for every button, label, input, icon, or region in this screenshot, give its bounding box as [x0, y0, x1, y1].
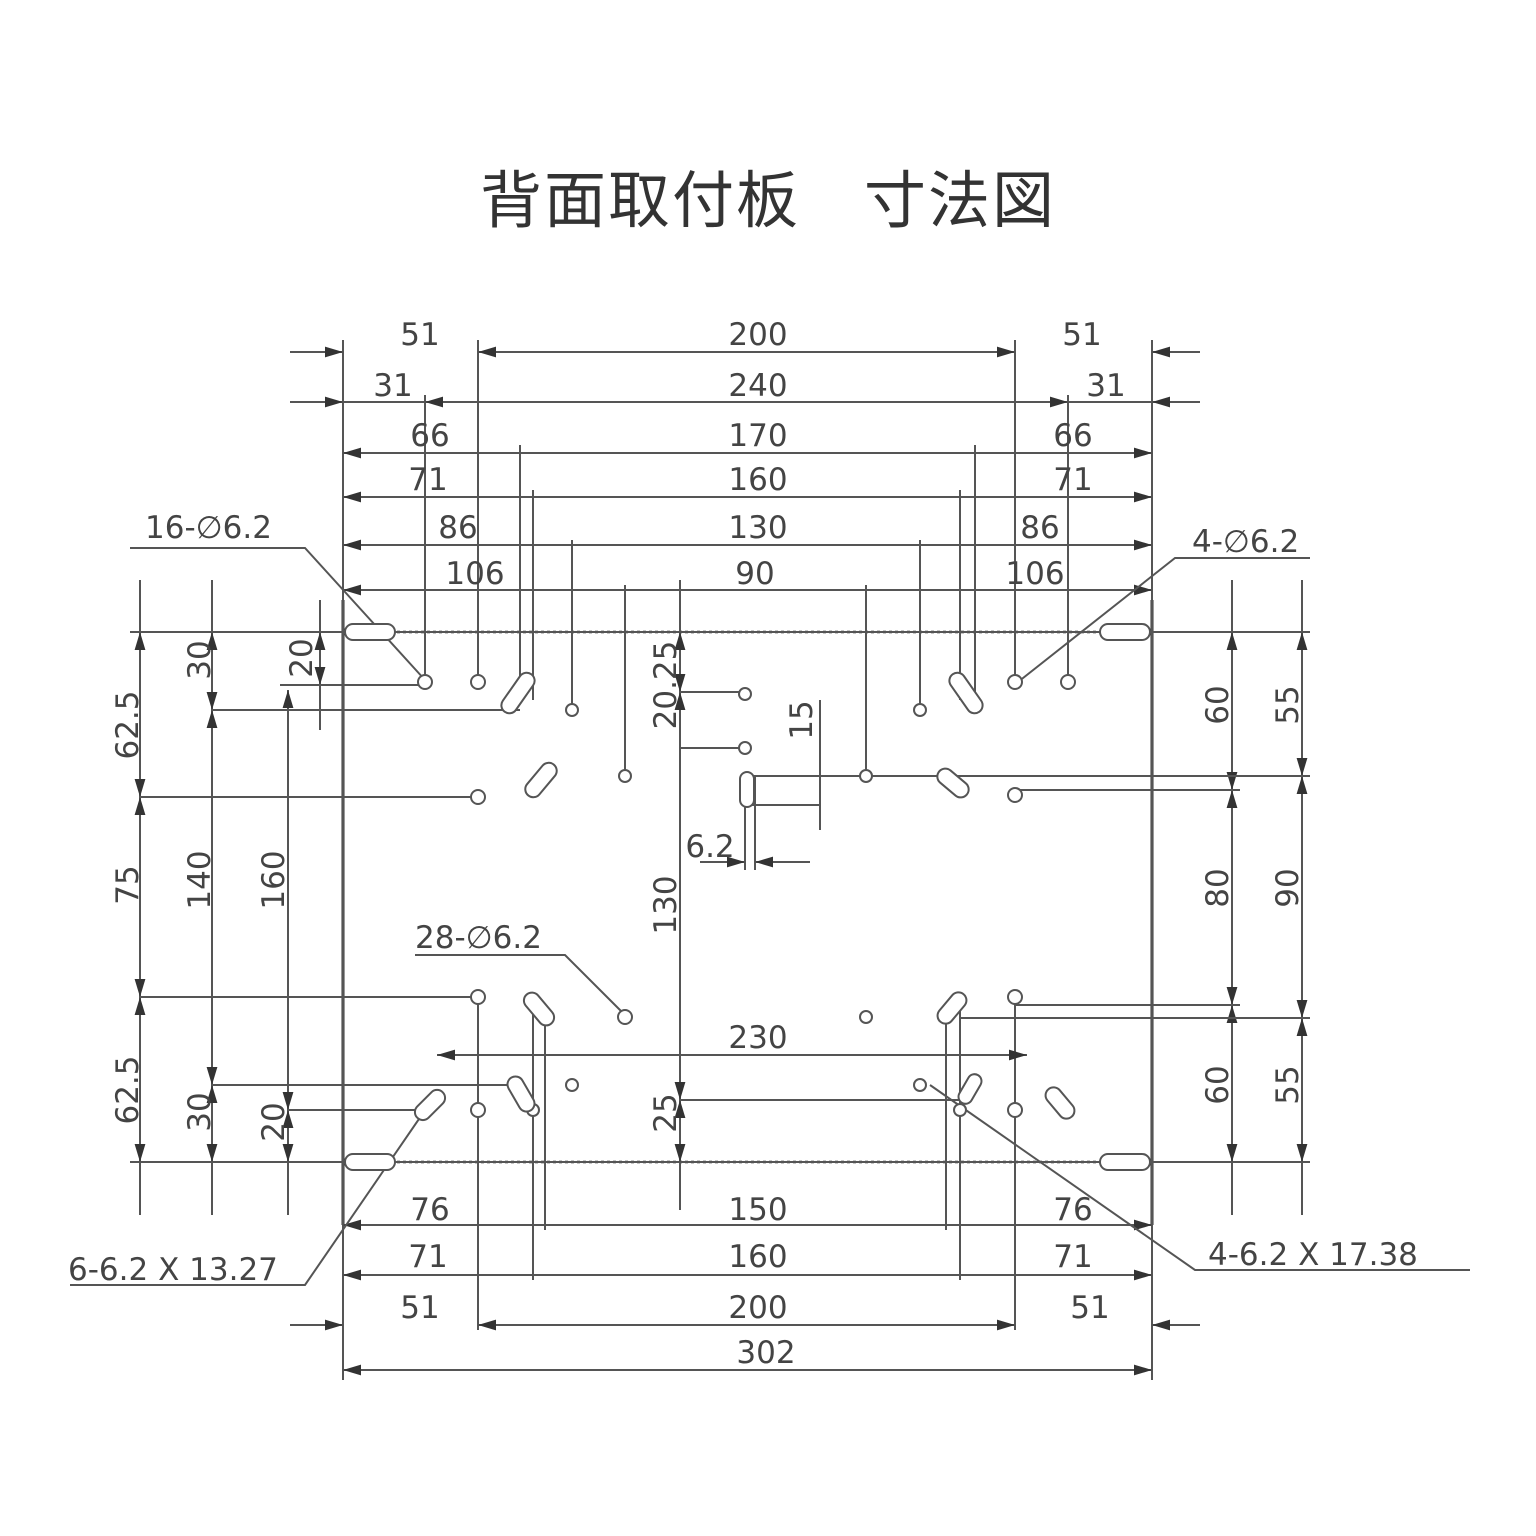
bottom-labels: 76 150 76 71 160 71 51 200 51 302 230 — [400, 1020, 1109, 1371]
dim-bottom-total: 302 — [736, 1335, 795, 1371]
dim-bottom-r3-left: 51 — [400, 1290, 439, 1326]
left-labels: 62.5 75 62.5 30 140 30 20 160 20 — [110, 638, 320, 1141]
dim-left-outer-top: 62.5 — [110, 690, 146, 759]
plate-outline — [130, 600, 1310, 1225]
dim-top-r2-left: 31 — [373, 368, 412, 404]
dim-top-r2-center: 240 — [728, 368, 787, 404]
dim-top-r6-left: 106 — [445, 556, 504, 592]
dim-center-small2: 6.2 — [685, 829, 734, 865]
dim-left-outer-bot: 62.5 — [110, 1055, 146, 1124]
dim-top-r2-right: 31 — [1086, 368, 1125, 404]
leader-lines — [70, 547, 1470, 1286]
dim-left-mid-mid: 140 — [182, 850, 218, 909]
callout-4-holes: 4-∅6.2 — [1192, 524, 1299, 560]
callout-6-slots: 6-6.2 X 13.27 — [68, 1252, 278, 1288]
dim-top-r6-right: 106 — [1005, 556, 1064, 592]
callout-16-holes: 16-∅6.2 — [145, 510, 272, 546]
dim-left-mid-top: 30 — [182, 640, 218, 679]
callout-labels: 16-∅6.2 4-∅6.2 28-∅6.2 6-6.2 X 13.27 4-6… — [68, 510, 1418, 1288]
dim-bottom-r1-left: 76 — [410, 1192, 449, 1228]
dim-top-r4-left: 71 — [408, 462, 447, 498]
dim-left-inner-bot: 20 — [256, 1102, 292, 1141]
dim-top-r3-right: 66 — [1053, 418, 1092, 454]
left-dimension-lines — [134, 580, 520, 1215]
dim-bottom-r2-right: 71 — [1053, 1239, 1092, 1275]
dim-right-inner-top: 60 — [1200, 685, 1236, 724]
top-dimension-lines — [290, 346, 1200, 596]
bottom-dimension-lines — [290, 1049, 1200, 1376]
dim-bottom-r2-center: 160 — [728, 1239, 787, 1275]
dim-top-r6-center: 90 — [735, 556, 774, 592]
dim-center-v1: 20.25 — [648, 641, 684, 730]
right-labels: 60 80 60 55 90 55 — [1200, 685, 1306, 1104]
dim-center-v3: 25 — [648, 1093, 684, 1132]
dim-bottom-r1-right: 76 — [1053, 1192, 1092, 1228]
dim-center-230: 230 — [728, 1020, 787, 1056]
dim-right-outer-mid: 90 — [1270, 868, 1306, 907]
dim-top-r1-right: 51 — [1062, 317, 1101, 353]
dim-top-r4-right: 71 — [1053, 462, 1092, 498]
dim-bottom-r2-left: 71 — [408, 1239, 447, 1275]
dim-top-r5-center: 130 — [728, 510, 787, 546]
dim-left-inner-top: 20 — [284, 638, 320, 677]
dim-top-r5-left: 86 — [438, 510, 477, 546]
dim-left-outer-mid: 75 — [110, 865, 146, 904]
dim-left-inner-mid: 160 — [256, 850, 292, 909]
center-labels: 20.25 130 25 15 6.2 — [648, 641, 820, 1133]
dim-bottom-r1-center: 150 — [728, 1192, 787, 1228]
dim-top-r1-left: 51 — [400, 317, 439, 353]
extension-lines — [342, 340, 1153, 1380]
holes — [344, 623, 1151, 1171]
dim-top-r1-center: 200 — [728, 317, 787, 353]
dim-center-v2: 130 — [648, 875, 684, 934]
dim-right-outer-top: 55 — [1270, 685, 1306, 724]
top-labels: 51 200 51 31 240 31 66 170 66 71 160 71 … — [373, 317, 1125, 592]
dim-center-small1: 15 — [784, 700, 820, 739]
dim-left-mid-bot: 30 — [182, 1092, 218, 1131]
dim-bottom-r3-center: 200 — [728, 1290, 787, 1326]
dim-top-r3-left: 66 — [410, 418, 449, 454]
dim-bottom-r3-right: 51 — [1070, 1290, 1109, 1326]
callout-4-slots: 4-6.2 X 17.38 — [1208, 1237, 1418, 1273]
dim-top-r3-center: 170 — [728, 418, 787, 454]
dim-top-r4-center: 160 — [728, 462, 787, 498]
dim-right-inner-mid: 80 — [1200, 868, 1236, 907]
drawing-title: 背面取付板 寸法図 — [479, 164, 1056, 237]
dim-right-inner-bot: 60 — [1200, 1065, 1236, 1104]
callout-28-holes: 28-∅6.2 — [415, 920, 542, 956]
dim-top-r5-right: 86 — [1020, 510, 1059, 546]
dim-right-outer-bot: 55 — [1270, 1065, 1306, 1104]
